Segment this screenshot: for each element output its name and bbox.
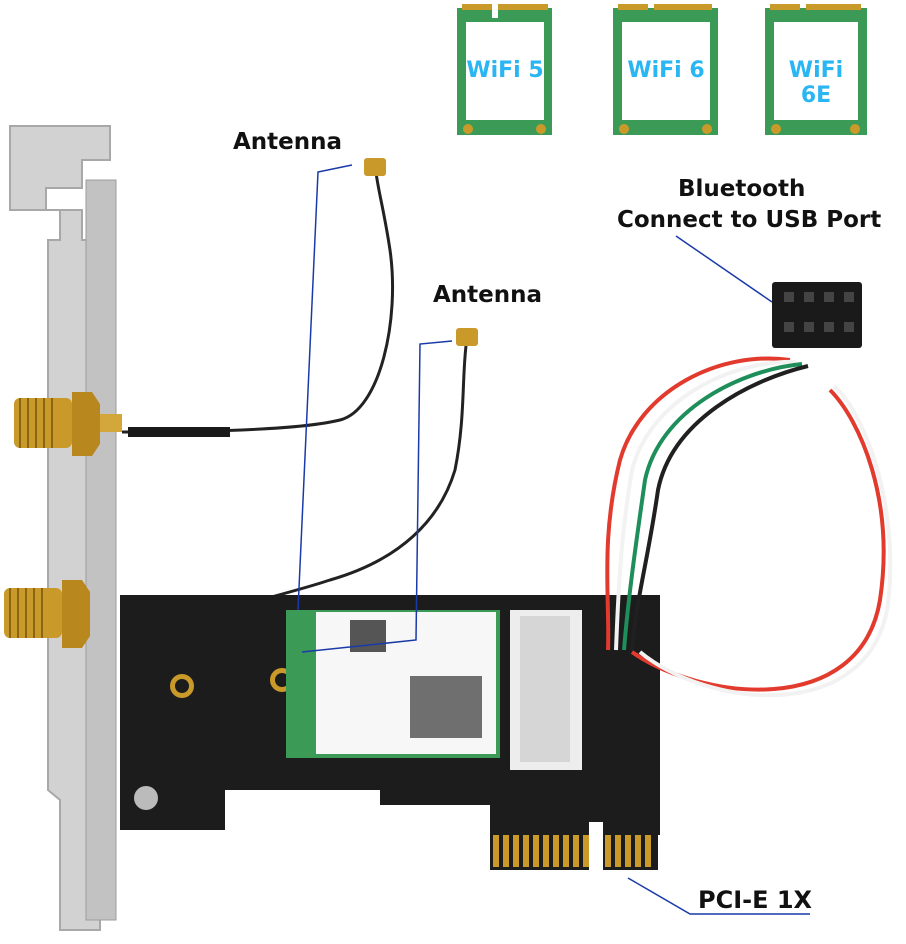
usb-header-connector	[772, 282, 862, 348]
wifi6-label: WiFi 6	[627, 58, 705, 83]
leader-lines	[297, 164, 810, 915]
mounting-bracket	[9, 125, 117, 931]
wifi6-card	[613, 4, 718, 135]
installed-m2-card	[286, 610, 500, 758]
wifi6e-card	[765, 4, 867, 135]
wifi6e-label: WiFi 6E	[788, 58, 844, 108]
sma-connector-bottom	[4, 580, 90, 648]
usb-port-label: Connect to USB Port	[617, 207, 882, 233]
ufl-connector-2	[456, 328, 478, 346]
sma-connector-top	[14, 392, 122, 456]
pcie-label: PCI-E 1X	[698, 886, 813, 914]
antenna-cables	[120, 171, 468, 617]
bluetooth-usb-cable	[605, 356, 893, 698]
antenna-label-2: Antenna	[433, 282, 543, 308]
bluetooth-label: Bluetooth	[678, 176, 806, 202]
wifi5-label: WiFi 5	[466, 58, 544, 83]
antenna-label-1: Antenna	[233, 129, 343, 155]
wifi5-card	[457, 4, 552, 135]
ufl-connector-1	[364, 158, 386, 176]
